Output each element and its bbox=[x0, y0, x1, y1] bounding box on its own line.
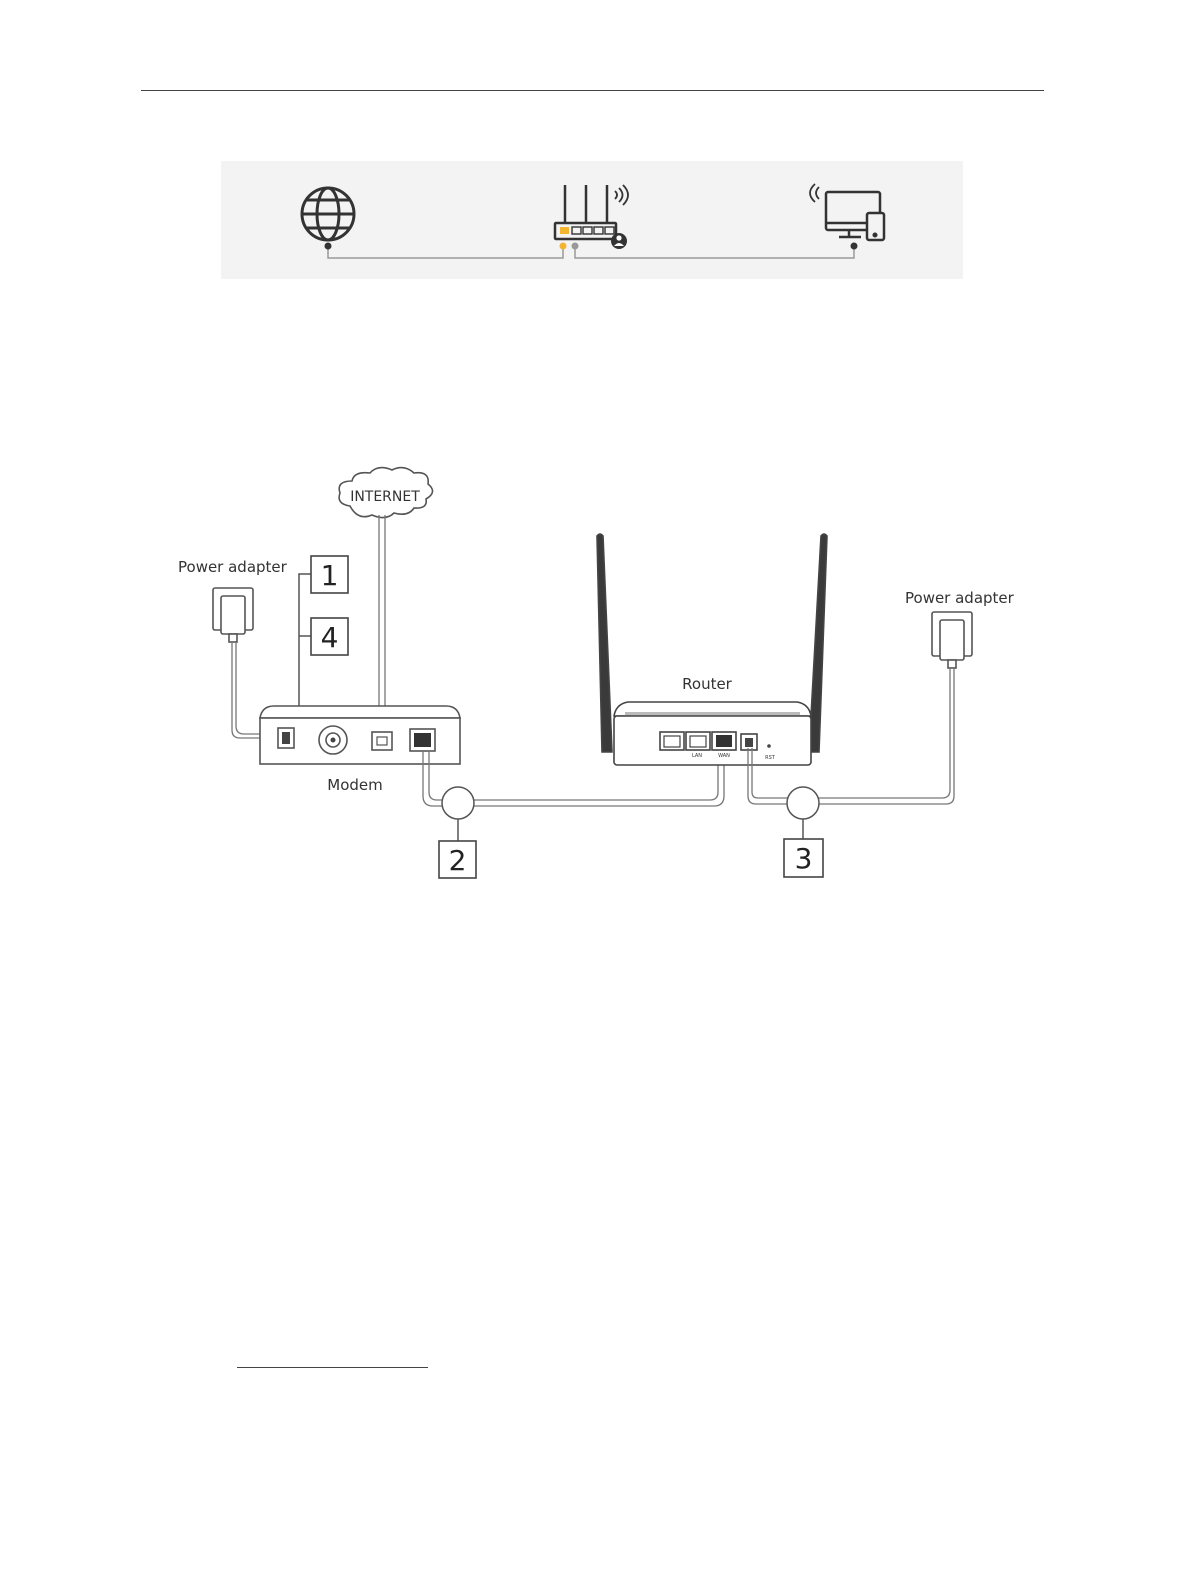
svg-text:4: 4 bbox=[321, 621, 339, 654]
footnote-rule bbox=[237, 1367, 428, 1368]
power-adapter-left-label: Power adapter bbox=[178, 558, 288, 576]
lan-port-label: LAN bbox=[692, 753, 702, 759]
router-label: Router bbox=[682, 675, 733, 693]
svg-text:3: 3 bbox=[795, 842, 813, 875]
power-adapter-right-label: Power adapter bbox=[905, 589, 1015, 607]
router-device-icon bbox=[597, 534, 827, 765]
step-1-box: 1 bbox=[311, 556, 348, 593]
power-adapter-left-icon bbox=[213, 588, 253, 642]
step-2-marker bbox=[442, 787, 474, 819]
modem-icon bbox=[260, 706, 460, 764]
step-3-marker bbox=[787, 787, 819, 819]
rst-label: RST bbox=[765, 755, 776, 761]
power-adapter-right-icon bbox=[932, 612, 972, 668]
step-2-box: 2 bbox=[439, 841, 476, 878]
modem-label: Modem bbox=[327, 776, 382, 794]
wan-port-label: WAN bbox=[718, 753, 730, 759]
svg-text:1: 1 bbox=[321, 559, 339, 592]
svg-text:2: 2 bbox=[449, 844, 467, 877]
step-3-box: 3 bbox=[784, 839, 823, 877]
step-4-box: 4 bbox=[311, 618, 348, 655]
dsl-cable bbox=[379, 515, 385, 735]
internet-label: INTERNET bbox=[350, 489, 420, 505]
